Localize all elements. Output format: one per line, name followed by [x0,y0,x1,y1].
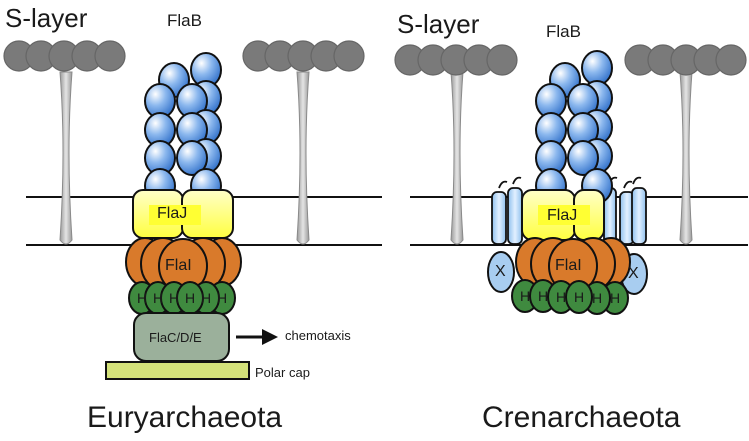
left-h-label-6: H [217,290,228,306]
right-x-label-right: X [628,265,639,282]
flab-filament [144,52,222,204]
chemotaxis-label: chemotaxis [285,328,351,343]
flaj-complex [521,189,605,241]
right-h-label-4: H [574,289,585,305]
flai-complex [125,237,242,294]
polar-cap-bar [105,361,250,380]
s-layer-unit [242,40,365,245]
flacde-label: FlaC/D/E [149,330,202,345]
left-flab-label: FlaB [167,11,202,30]
flab-filament [535,50,613,204]
left-h-label-2: H [153,290,164,306]
polar-cap-label: Polar cap [255,365,310,380]
h-protein-ring [128,281,236,315]
left-h-label-1: H [137,290,148,306]
flaj-complex [132,189,234,239]
left-s-layer-label: S-layer [5,3,88,33]
left-panel [3,40,382,380]
left-flaj-label: FlaJ [157,205,188,222]
chemotaxis-arrow [236,329,278,345]
right-panel [394,44,748,315]
right-h-label-5: H [592,290,603,306]
right-h-label-1: H [520,288,531,304]
s-layer-unit [624,44,747,245]
membrane-channels [491,176,647,245]
left-h-label-3: H [169,290,180,306]
right-x-label-left: X [495,263,506,280]
left-flai-label: FlaI [165,257,192,274]
right-h-label-2: H [538,288,549,304]
right-flab-label: FlaB [546,22,581,41]
right-h-label-6: H [610,290,621,306]
s-layer-unit [394,44,518,245]
euryarchaeota-title: Euryarchaeota [87,401,283,434]
left-h-label-5: H [201,290,212,306]
crenarchaeota-title: Crenarchaeota [482,401,681,434]
right-h-label-3: H [556,289,567,305]
s-layer-unit [3,40,126,245]
left-h-label-4: H [185,290,196,306]
h-protein-ring [511,279,629,315]
right-s-layer-label: S-layer [397,9,480,39]
x-protein-left [487,251,515,293]
right-flai-label: FlaI [555,257,582,274]
right-flaj-label: FlaJ [547,207,578,224]
